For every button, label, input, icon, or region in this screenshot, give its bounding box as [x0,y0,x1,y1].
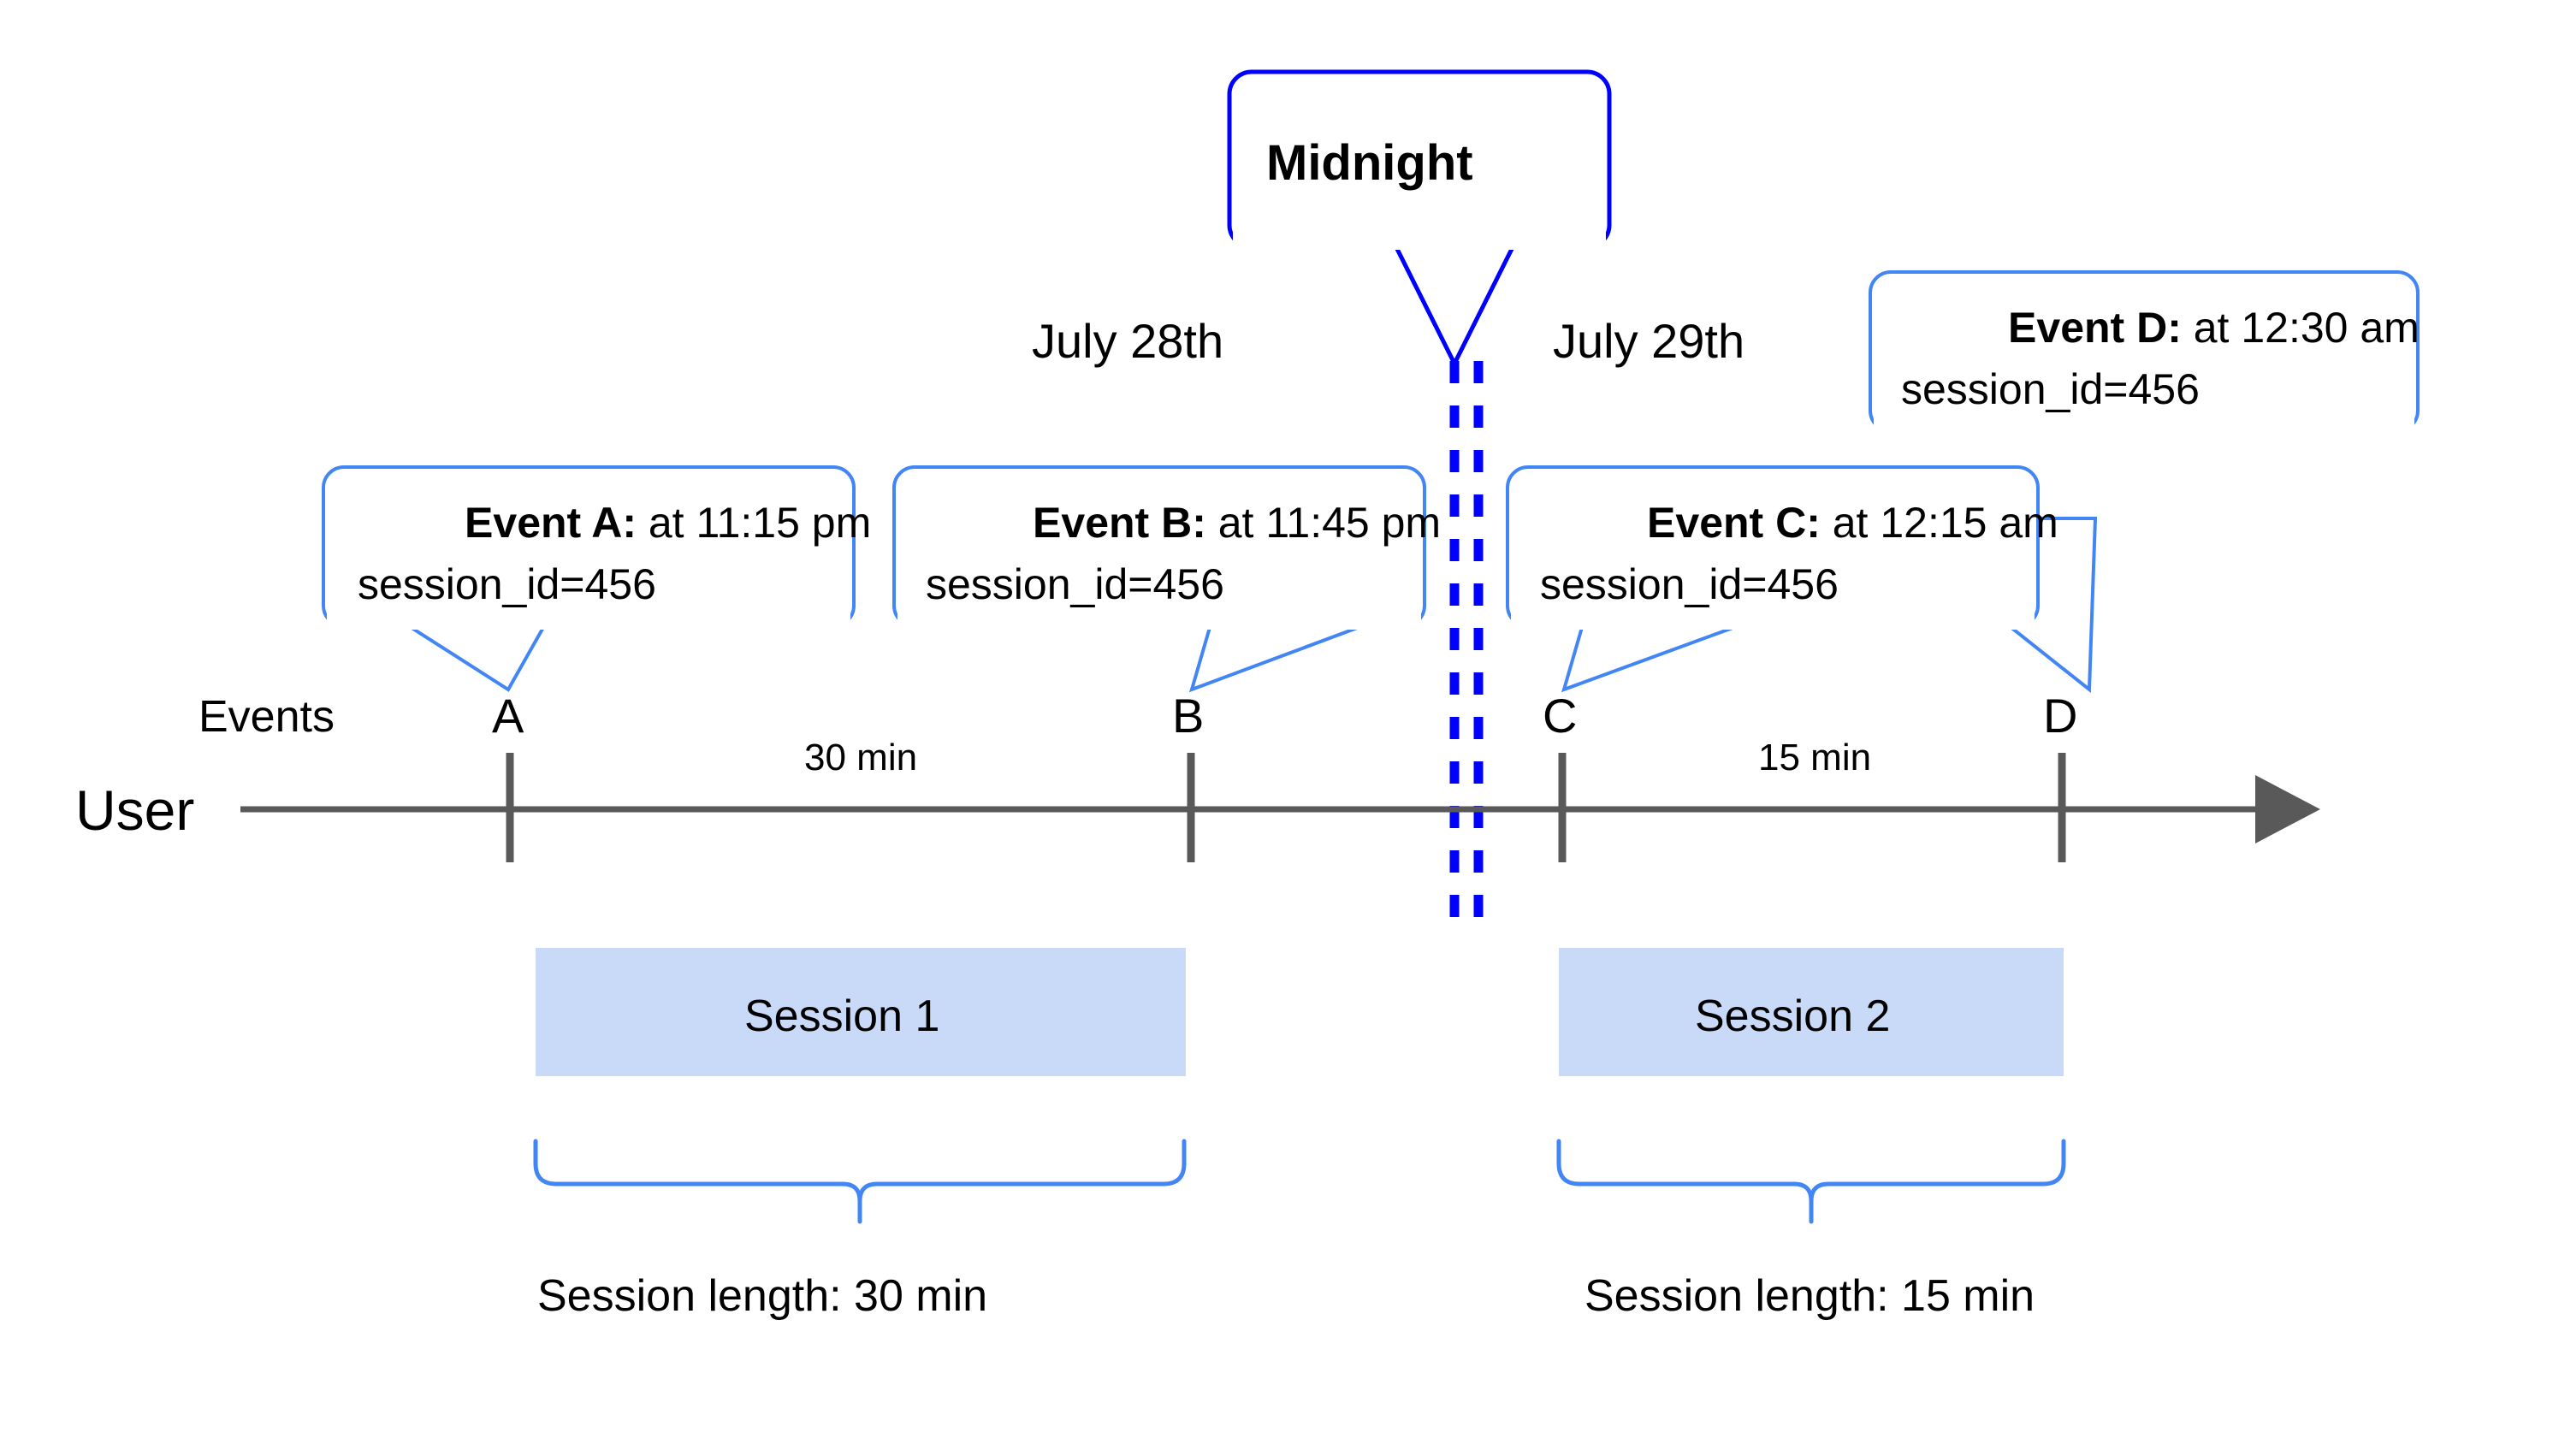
event-c-tail-mask [1511,611,2035,630]
event-a-callout[interactable]: Event A: at 11:15 pm session_id=456 [322,465,954,692]
event-a-line2: session_id=456 [358,560,656,608]
event-c-callout-tail [1561,623,1743,693]
lane-label-events: Events [198,692,335,742]
event-c-detail: at 12:15 am [1821,499,2058,547]
event-a-tail-mask [327,611,850,630]
session-2-group[interactable]: Session 2 Session length: 15 min [1556,948,2066,1321]
lane-label-user: User [75,778,194,842]
event-c-line2: session_id=456 [1540,560,1839,608]
event-a-callout-tail [400,623,548,692]
session-2-bar[interactable] [1559,948,2064,1076]
event-c-line1: Event C: at 12:15 am [1540,499,2141,547]
event-a-line1: Event A: at 11:15 pm [358,499,954,547]
event-a-title: Event A: [465,499,637,547]
event-b-callout[interactable]: Event B: at 11:45 pm session_id=456 [892,465,1524,693]
event-b-callout-tail [1188,623,1367,693]
event-c-title: Event C: [1647,499,1821,547]
event-b-line1: Event B: at 11:45 pm [926,499,1524,547]
event-d-tail-mask [1874,416,2414,435]
midnight-divider-group [1449,361,1484,922]
session-2-length-label: Session length: 15 min [1585,1271,2035,1321]
tick-label-c: C [1543,689,1577,743]
event-c-callout[interactable]: Event C: at 12:15 am session_id=456 [1506,465,2141,693]
timeline-arrow-icon [2255,775,2320,843]
timeline-axis [240,753,2320,862]
interval-label-a-to-b: 30 min [804,737,917,778]
session-2-brace [1556,1139,2066,1224]
interval-label-c-to-d: 15 min [1758,737,1871,778]
midnight-label: Midnight [1266,135,1473,191]
midnight-tail-mask [1233,231,1606,250]
event-a-detail: at 11:15 pm [637,499,871,547]
midnight-callout[interactable]: Midnight [1227,69,1612,369]
event-b-detail: at 11:45 pm [1206,499,1441,547]
tick-label-b: B [1172,689,1204,743]
event-d-detail: at 12:30 am [2182,304,2420,352]
tick-label-d: D [2043,689,2077,743]
event-b-line2: session_id=456 [926,560,1224,608]
session-1-group[interactable]: Session 1 Session length: 30 min [533,948,1187,1321]
event-b-tail-mask [897,611,1421,630]
session-2-label: Session 2 [1695,991,1890,1041]
session-1-label: Session 1 [744,991,939,1041]
event-d-line1: Event D: at 12:30 am [1901,304,2503,352]
event-d-line2: session_id=456 [1901,365,2200,413]
event-b-title: Event B: [1033,499,1206,547]
midnight-callout-tail [1390,241,1519,369]
date-label-july-29: July 29th [1553,314,1744,368]
session-1-length-label: Session length: 30 min [537,1271,987,1321]
date-label-july-28: July 28th [1032,314,1223,368]
tick-label-a: A [492,689,524,743]
event-d-title: Event D: [2008,304,2182,352]
session-1-brace [533,1139,1187,1224]
session-1-bar[interactable] [536,948,1186,1076]
